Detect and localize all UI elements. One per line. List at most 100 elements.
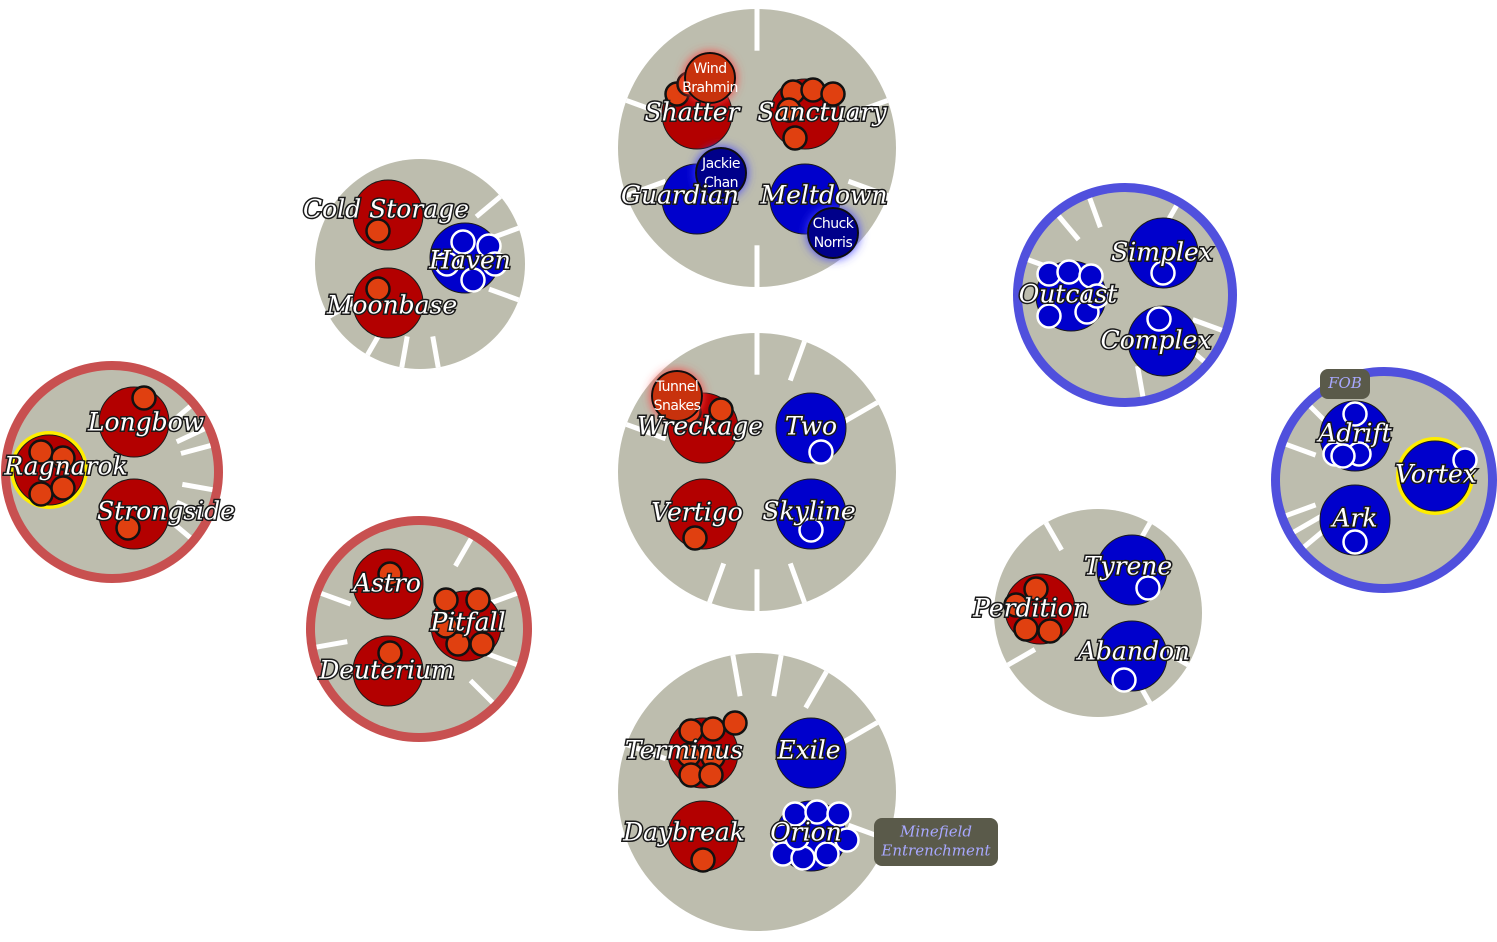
- unit-token[interactable]: [834, 827, 860, 853]
- sector-road: [316, 639, 348, 650]
- unit-token[interactable]: [433, 587, 459, 613]
- unit-token[interactable]: [377, 640, 403, 666]
- unit-token[interactable]: [377, 561, 403, 587]
- territory-label-shatter: Shatter: [645, 98, 742, 127]
- sector-road: [847, 178, 889, 198]
- territory-label-cold-storage: Cold Storage: [303, 195, 469, 224]
- territory-label-complex: Complex: [1101, 326, 1212, 355]
- unit-token[interactable]: [826, 801, 852, 827]
- unit-token[interactable]: [1342, 529, 1368, 555]
- unit-token[interactable]: [1452, 447, 1478, 473]
- territory-disc[interactable]: [352, 635, 424, 707]
- sector-road: [707, 562, 727, 604]
- unit-token[interactable]: [1111, 667, 1137, 693]
- sector-road: [1191, 317, 1223, 333]
- sector-road: [165, 404, 192, 429]
- unit-token[interactable]: [450, 229, 476, 255]
- territory-label-abandon: Abandon: [1076, 637, 1190, 666]
- unit-token[interactable]: [433, 613, 459, 639]
- territory-label-orion: Orion: [770, 818, 842, 847]
- territory-simplex[interactable]: [1127, 217, 1199, 289]
- territory-disc[interactable]: [1127, 305, 1199, 377]
- territory-label-pitfall: Pitfall: [429, 608, 505, 637]
- territory-disc[interactable]: [775, 717, 847, 789]
- hero-token[interactable]: [695, 147, 747, 199]
- unit-token[interactable]: [1150, 260, 1176, 286]
- unit-token[interactable]: [782, 125, 808, 151]
- sector-s5[interactable]: [618, 333, 896, 611]
- sector-road: [625, 422, 667, 442]
- unit-token[interactable]: [1135, 575, 1161, 601]
- sector-road: [1285, 502, 1317, 518]
- territory-label-wreckage: Wreckage: [637, 412, 763, 441]
- territory-label-terminus: Terminus: [625, 736, 743, 765]
- unit-token[interactable]: [698, 762, 724, 788]
- unit-token[interactable]: [434, 251, 460, 277]
- territory-complex[interactable]: [1127, 305, 1199, 377]
- unit-token[interactable]: [1037, 618, 1063, 644]
- unit-token[interactable]: [465, 587, 491, 613]
- unit-token[interactable]: [776, 97, 802, 123]
- territory-disc[interactable]: [775, 478, 847, 550]
- unit-token[interactable]: [469, 631, 495, 657]
- hero-token[interactable]: [807, 207, 859, 259]
- hero-name-line: Brahmin: [682, 80, 738, 96]
- unit-token[interactable]: [1146, 306, 1172, 332]
- unit-token[interactable]: [1023, 576, 1049, 602]
- territory-disc[interactable]: [1319, 484, 1391, 556]
- territory-exile[interactable]: [775, 717, 847, 789]
- unit-token[interactable]: [722, 710, 748, 736]
- territory-label-astro: Astro: [351, 569, 421, 598]
- territory-label-skyline: Skyline: [762, 497, 855, 526]
- territory-skyline[interactable]: [775, 478, 847, 550]
- tag-text-line: Minefield: [899, 823, 972, 841]
- sector-s9[interactable]: [618, 653, 896, 931]
- unit-token[interactable]: [814, 841, 840, 867]
- unit-token[interactable]: [365, 218, 391, 244]
- unit-token[interactable]: [1084, 283, 1110, 309]
- unit-token[interactable]: [28, 481, 54, 507]
- territory-label-sanctuary: Sanctuary: [757, 98, 887, 127]
- unit-token[interactable]: [365, 276, 391, 302]
- unit-token[interactable]: [131, 385, 157, 411]
- sector-road: [730, 654, 743, 697]
- territory-disc[interactable]: [1127, 217, 1199, 289]
- sector-road: [1006, 647, 1037, 668]
- sector-road: [847, 98, 889, 118]
- sector-road: [486, 651, 518, 667]
- unit-token[interactable]: [1003, 592, 1029, 618]
- unit-token[interactable]: [784, 825, 810, 851]
- unit-token[interactable]: [690, 847, 716, 873]
- tag-text-line: FOB: [1327, 374, 1362, 392]
- unit-token[interactable]: [460, 267, 486, 293]
- territory-label-longbow: Longbow: [87, 408, 204, 437]
- territory-label-outcast: Outcast: [1019, 280, 1118, 309]
- unit-token[interactable]: [1036, 303, 1062, 329]
- unit-token[interactable]: [1342, 401, 1368, 427]
- unit-token[interactable]: [50, 475, 76, 501]
- unit-token[interactable]: [708, 397, 734, 423]
- unit-token[interactable]: [1330, 443, 1356, 469]
- unit-token[interactable]: [798, 517, 824, 543]
- sector-road: [181, 481, 213, 493]
- territory-deuterium[interactable]: [352, 635, 424, 707]
- unit-token[interactable]: [808, 439, 834, 465]
- territory-ark[interactable]: [1319, 484, 1391, 556]
- hero-token[interactable]: [684, 52, 736, 104]
- sector-road: [175, 426, 206, 445]
- unit-token[interactable]: [115, 515, 141, 541]
- territory-label-adrift: Adrift: [1316, 419, 1392, 448]
- sector-disc: [618, 653, 896, 931]
- territory-label-deuterium: Deuterium: [318, 656, 455, 685]
- unit-token[interactable]: [50, 445, 76, 471]
- unit-token[interactable]: [482, 251, 508, 277]
- territory-label-two: Two: [785, 412, 837, 441]
- unit-token[interactable]: [682, 525, 708, 551]
- hero-token[interactable]: [651, 370, 703, 422]
- unit-token[interactable]: [820, 81, 846, 107]
